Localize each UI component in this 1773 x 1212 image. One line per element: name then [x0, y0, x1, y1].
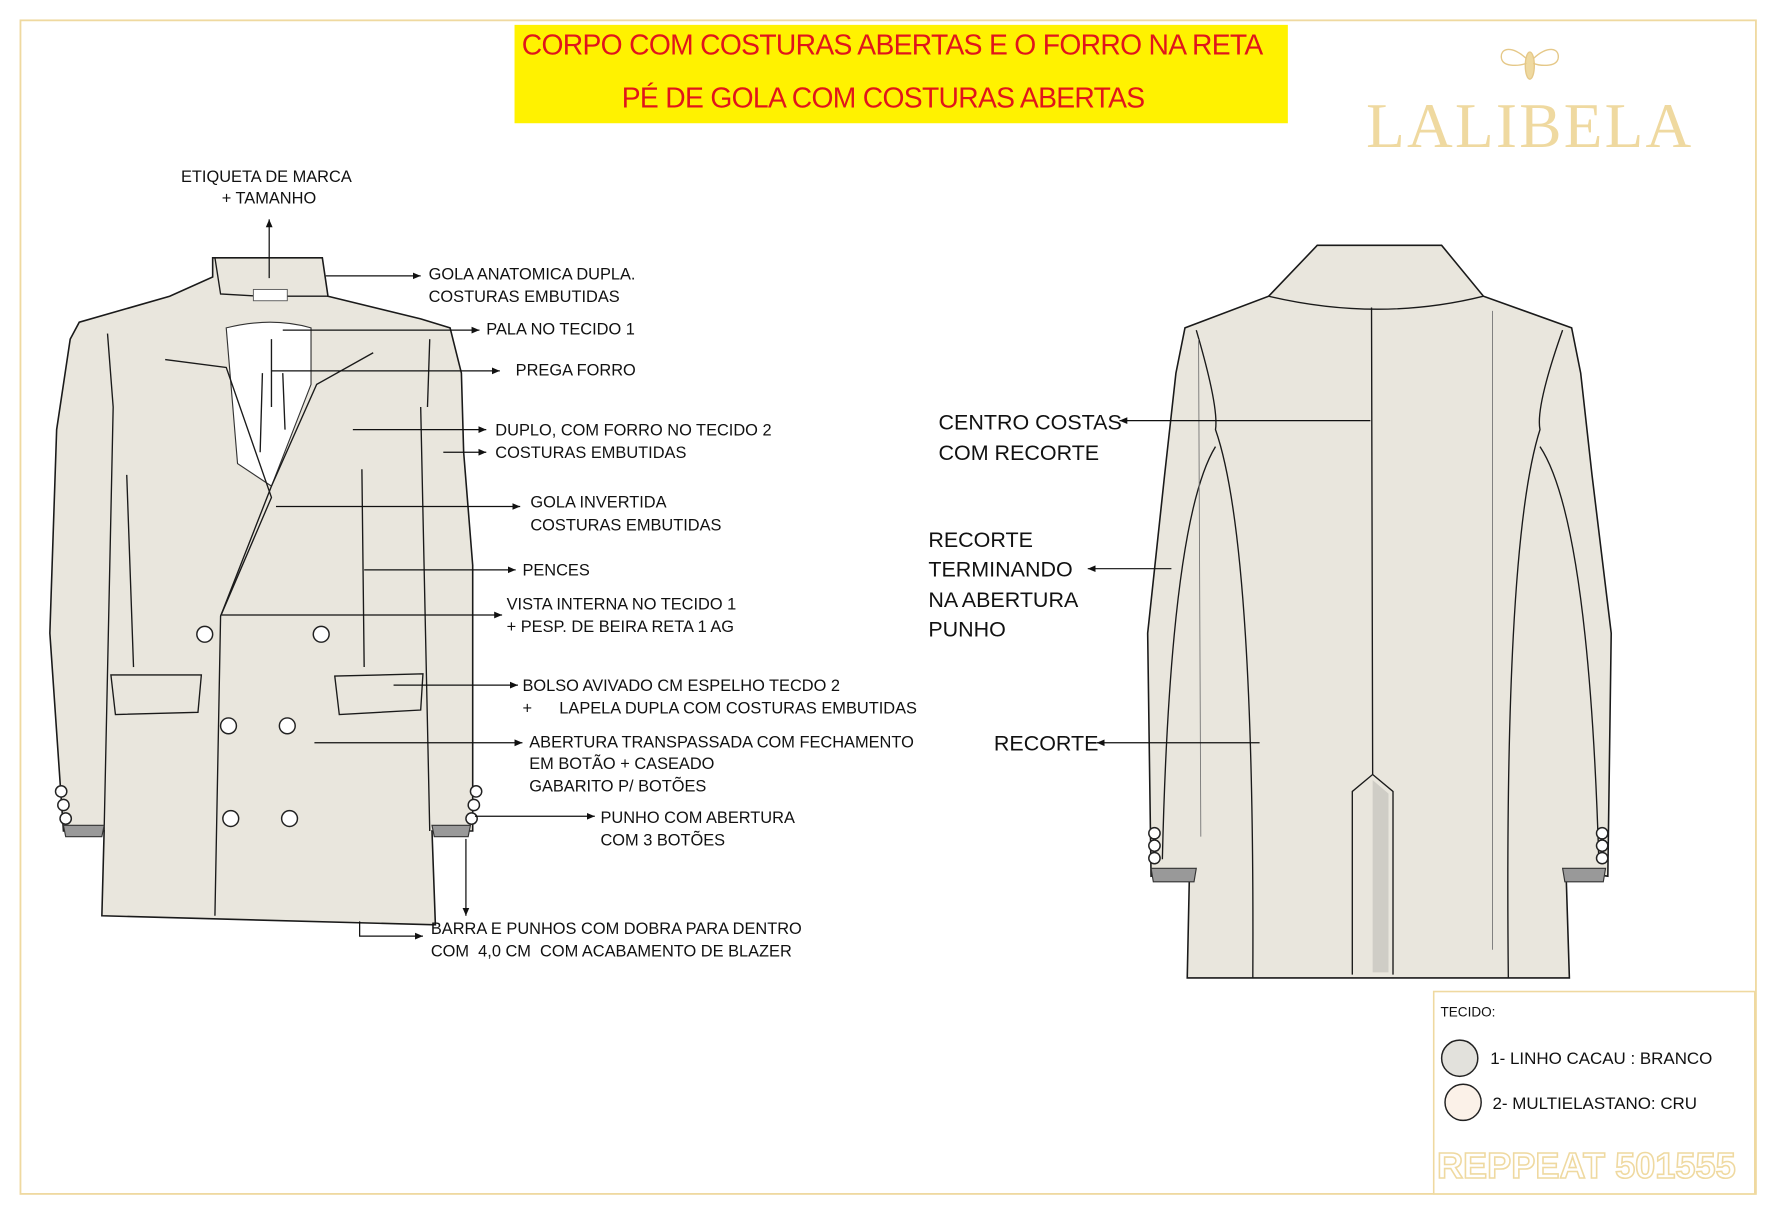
label-bolso-2: + LAPELA DUPLA COM COSTURAS EMBUTIDAS	[522, 699, 917, 717]
back-callouts: CENTRO COSTAS COM RECORTE RECORTE TERMIN…	[928, 411, 1371, 756]
label-barra-1: BARRA E PUNHOS COM DOBRA PARA DENTRO	[431, 920, 802, 938]
label-centro-1: CENTRO COSTAS	[939, 411, 1122, 435]
label-recorte-punho-3: NA ABERTURA	[928, 588, 1079, 612]
legend-item-2: 2- MULTIELASTANO: CRU	[1493, 1094, 1698, 1113]
front-callout-arrows	[221, 219, 595, 940]
label-vista-2: + PESP. DE BEIRA RETA 1 AG	[507, 618, 734, 636]
label-pala: PALA NO TECIDO 1	[486, 321, 635, 339]
front-callout-labels: ETIQUETA DE MARCA + TAMANHO GOLA ANATOMI…	[181, 168, 917, 960]
label-abertura-3: GABARITO P/ BOTÕES	[529, 775, 706, 795]
label-gola-invertida-1: GOLA INVERTIDA	[530, 494, 666, 512]
label-centro-2: COM RECORTE	[939, 441, 1100, 465]
legend-title: TECIDO:	[1440, 1004, 1495, 1019]
instruction-banner: CORPO COM COSTURAS ABERTAS E O FORRO NA …	[514, 24, 1288, 124]
label-recorte: RECORTE	[994, 732, 1099, 756]
label-recorte-punho-2: TERMINANDO	[928, 558, 1072, 582]
fabric-legend: TECIDO: 1- LINHO CACAU : BRANCO 2- MULTI…	[1432, 990, 1756, 1195]
fabric-swatch-2	[1444, 1083, 1482, 1122]
banner-line-1: CORPO COM COSTURAS ABERTAS E O FORRO NA …	[522, 28, 1264, 60]
brand-logo: LALIBELA	[1366, 48, 1693, 161]
label-gola-anatomica-1: GOLA ANATOMICA DUPLA.	[429, 265, 636, 283]
label-recorte-punho-1: RECORTE	[928, 528, 1033, 552]
legend-item-1: 1- LINHO CACAU : BRANCO	[1490, 1049, 1712, 1068]
label-punho-2: COM 3 BOTÕES	[600, 830, 725, 850]
label-abertura-1: ABERTURA TRANSPASSADA COM FECHAMENTO	[529, 733, 914, 751]
label-vista-1: VISTA INTERNA NO TECIDO 1	[507, 595, 737, 613]
label-abertura-2: EM BOTÃO + CASEADO	[529, 753, 714, 773]
label-gola-anatomica-2: COSTURAS EMBUTIDAS	[429, 288, 620, 306]
fabric-swatch-1	[1440, 1039, 1479, 1078]
reference-code: REPPEAT 501555	[1437, 1145, 1736, 1186]
label-bolso-1: BOLSO AVIVADO CM ESPELHO TECDO 2	[522, 677, 840, 695]
label-recorte-punho-4: PUNHO	[928, 618, 1006, 642]
label-etiqueta-2: + TAMANHO	[222, 190, 316, 208]
banner-line-2: PÉ DE GOLA COM COSTURAS ABERTAS	[622, 81, 1145, 113]
label-punho-1: PUNHO COM ABERTURA	[600, 809, 794, 827]
label-etiqueta-1: ETIQUETA DE MARCA	[181, 168, 352, 186]
back-jacket-drawing	[1146, 244, 1613, 979]
label-duplo-1: DUPLO, COM FORRO NO TECIDO 2	[495, 421, 771, 439]
label-pences: PENCES	[522, 561, 589, 579]
bee-icon	[1500, 48, 1559, 80]
label-prega: PREGA FORRO	[516, 361, 636, 379]
front-jacket-drawing	[49, 256, 483, 926]
label-barra-2: COM 4,0 CM COM ACABAMENTO DE BLAZER	[431, 942, 792, 960]
label-duplo-2: COSTURAS EMBUTIDAS	[495, 444, 686, 462]
brand-name: LALIBELA	[1366, 91, 1693, 161]
label-gola-invertida-2: COSTURAS EMBUTIDAS	[530, 516, 721, 534]
